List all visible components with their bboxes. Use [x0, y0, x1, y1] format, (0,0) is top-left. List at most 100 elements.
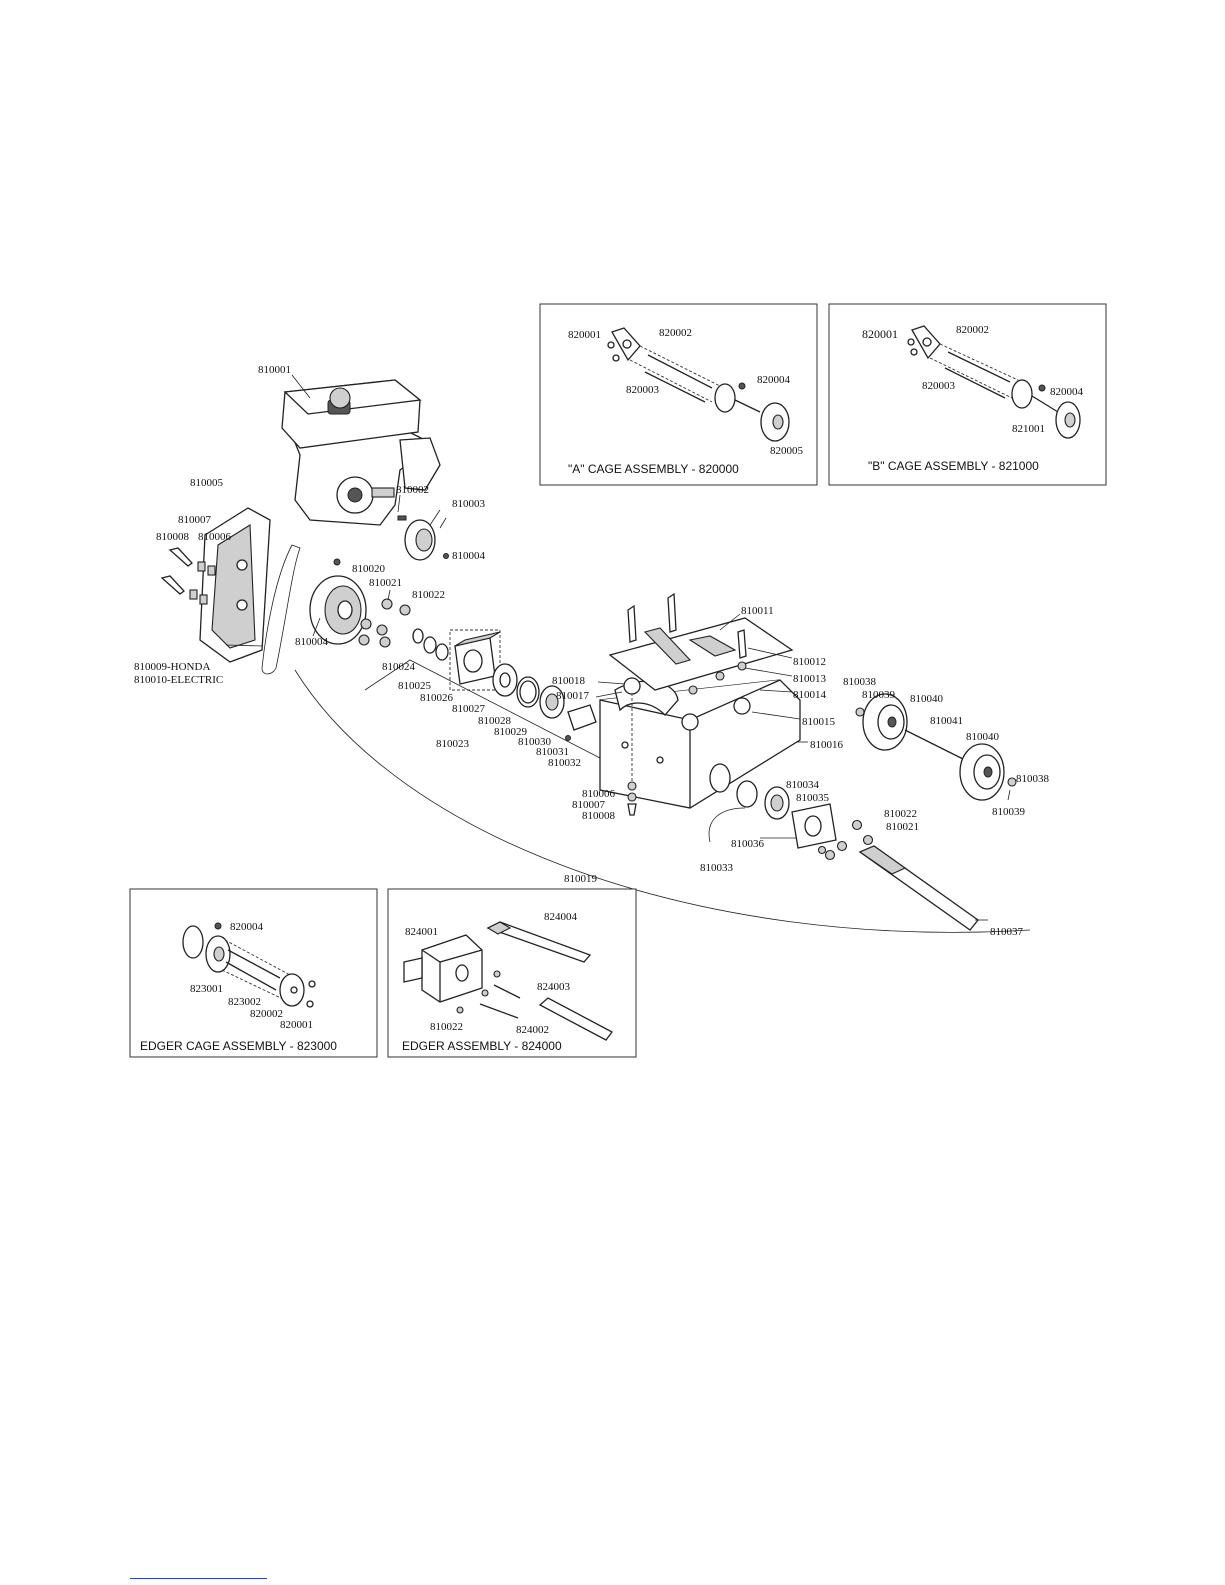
cage-b-label-820001: 820001: [862, 327, 898, 341]
main-part-labels: 810001 810002 810003 810004 810005 81000…: [134, 364, 1050, 938]
label-810007-bottom: 810007: [572, 799, 606, 811]
label-810022-right: 810022: [884, 808, 917, 820]
bolt-hardware-left: [160, 547, 216, 605]
shaft-810037: [858, 845, 979, 931]
cage-b-drawing: [907, 325, 1081, 439]
label-810005: 810005: [190, 477, 224, 489]
label-810019: 810019: [564, 873, 598, 885]
edger-cage-assembly-panel: 820004 823001 823002 820002 820001 EDGER…: [129, 888, 378, 1058]
label-810039-right: 810039: [992, 806, 1026, 818]
label-810021-right: 810021: [886, 821, 919, 833]
label-810041: 810041: [930, 715, 963, 727]
edger-cage-label-820002: 820002: [250, 1008, 283, 1020]
cage-a-drawing: [607, 327, 790, 442]
label-810031: 810031: [536, 746, 569, 758]
label-810010-electric: 810010-ELECTRIC: [134, 674, 223, 686]
label-810027: 810027: [452, 703, 486, 715]
footer-link-underline: [130, 1578, 267, 1579]
nut-washer-cluster: [358, 598, 449, 661]
label-810006-bottom: 810006: [582, 788, 616, 800]
label-810016: 810016: [810, 739, 844, 751]
engine-part: [281, 379, 441, 526]
pulley-810003: [397, 515, 449, 561]
base-plate-810011: [608, 592, 794, 731]
bearing-plate-810027: [449, 629, 501, 691]
belt-part: [199, 507, 301, 675]
label-810039-left: 810039: [862, 689, 896, 701]
label-810004-upper: 810004: [452, 550, 486, 562]
label-810008-bottom: 810008: [582, 810, 616, 822]
edger-drawing: [403, 921, 613, 1041]
edger-cage-label-823002: 823002: [228, 996, 261, 1008]
label-810015: 810015: [802, 716, 836, 728]
label-810022-left: 810022: [412, 589, 445, 601]
label-810013: 810013: [793, 673, 827, 685]
label-810012: 810012: [793, 656, 826, 668]
label-810026: 810026: [420, 692, 454, 704]
edger-label-824001: 824001: [405, 926, 438, 938]
edger-assembly-panel: 824001 824004 824003 824002 810022 EDGER…: [387, 888, 637, 1058]
label-810011: 810011: [741, 605, 774, 617]
cage-b-label-820002: 820002: [956, 324, 989, 336]
edger-caption: EDGER ASSEMBLY - 824000: [402, 1039, 562, 1053]
edger-cage-label-823001: 823001: [190, 983, 223, 995]
label-810021-left: 810021: [369, 577, 402, 589]
side-bearing-assembly: [736, 780, 874, 861]
label-810009-honda: 810009-HONDA: [134, 661, 210, 673]
label-810004-lower: 810004: [295, 636, 329, 648]
label-810038-right: 810038: [1016, 773, 1050, 785]
label-810040-right: 810040: [966, 731, 1000, 743]
cage-a-caption: "A" CAGE ASSEMBLY - 820000: [568, 462, 739, 476]
cage-b-caption: "B" CAGE ASSEMBLY - 821000: [868, 459, 1039, 473]
label-810008-left: 810008: [156, 531, 190, 543]
label-810035: 810035: [796, 792, 830, 804]
housing-810016: [599, 679, 801, 809]
edger-label-810022: 810022: [430, 1021, 463, 1033]
label-810002: 810002: [396, 484, 429, 496]
cage-b-label-820003: 820003: [922, 380, 956, 392]
label-810007-left: 810007: [178, 514, 212, 526]
edger-cage-label-820004: 820004: [230, 921, 264, 933]
pulley-810020: [309, 558, 367, 645]
label-810001: 810001: [258, 364, 291, 376]
cage-a-label-820002: 820002: [659, 327, 692, 339]
main-exploded-view: [160, 374, 1031, 933]
label-810030: 810030: [518, 736, 552, 748]
edger-cage-caption: EDGER CAGE ASSEMBLY - 823000: [140, 1039, 337, 1053]
label-810029: 810029: [494, 726, 528, 738]
cage-a-label-820005: 820005: [770, 445, 804, 457]
cage-a-label-820004: 820004: [757, 374, 791, 386]
label-810003: 810003: [452, 498, 486, 510]
label-810037: 810037: [990, 926, 1024, 938]
cage-b-label-820004: 820004: [1050, 386, 1084, 398]
edger-label-824002: 824002: [516, 1024, 549, 1036]
label-810036: 810036: [731, 838, 765, 850]
cage-b-assembly-panel: 820001 820002 820003 820004 821001 "B" C…: [828, 303, 1107, 486]
bolt-hardware-bottom: [627, 781, 637, 816]
edger-label-824003: 824003: [537, 981, 571, 993]
label-810033: 810033: [700, 862, 734, 874]
label-810028: 810028: [478, 715, 512, 727]
label-810023: 810023: [436, 738, 470, 750]
label-810006-left: 810006: [198, 531, 232, 543]
wheel-axle-assembly: [855, 693, 1017, 801]
cage-a-assembly-panel: 820001 820002 820003 820004 820005 "A" C…: [539, 303, 818, 486]
edger-cage-label-820001: 820001: [280, 1019, 313, 1031]
label-810025: 810025: [398, 680, 432, 692]
label-810020: 810020: [352, 563, 386, 575]
label-810032: 810032: [548, 757, 581, 769]
label-810014: 810014: [793, 689, 827, 701]
label-810038-left: 810038: [843, 676, 877, 688]
label-810034: 810034: [786, 779, 820, 791]
cage-b-label-821001: 821001: [1012, 423, 1045, 435]
seal-rings: [492, 663, 597, 741]
label-810018: 810018: [552, 675, 586, 687]
label-810017: 810017: [556, 690, 590, 702]
label-810024: 810024: [382, 661, 416, 673]
edger-label-824004: 824004: [544, 911, 578, 923]
edger-cage-drawing: [182, 922, 316, 1008]
cage-a-label-820001: 820001: [568, 329, 601, 341]
cage-a-label-820003: 820003: [626, 384, 660, 396]
label-810040-left: 810040: [910, 693, 944, 705]
